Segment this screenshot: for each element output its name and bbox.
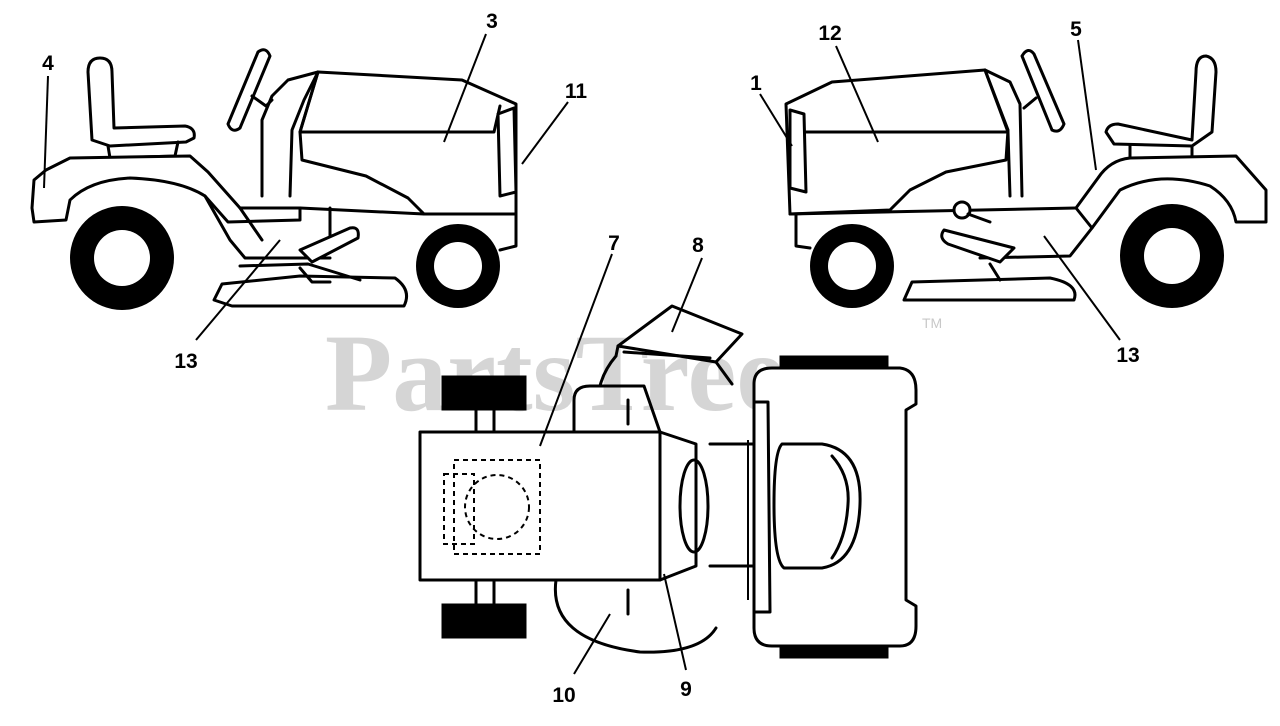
- tractor-right-side-view: [784, 49, 1268, 308]
- callout-9: 9: [680, 678, 692, 701]
- lift-lever-right: [940, 228, 1016, 264]
- callout-7: 7: [608, 232, 620, 255]
- seat-left: [86, 56, 196, 148]
- tractor-top-view: [418, 304, 918, 659]
- rear-fender-left: [30, 154, 302, 224]
- leader-lines-left: [43, 33, 569, 341]
- rear-tire-top: [441, 375, 527, 411]
- leader-lines-top: [539, 253, 703, 675]
- front-tire-bottom: [779, 645, 889, 659]
- tractor-left-side-view: [30, 48, 518, 310]
- rear-fender-right: [1074, 154, 1268, 230]
- lift-lever-left: [298, 226, 360, 264]
- callout-13-left: 13: [174, 350, 197, 373]
- callout-4: 4: [42, 52, 54, 75]
- grille-left: [496, 106, 518, 198]
- callout-12: 12: [818, 22, 841, 45]
- grille-top: [772, 442, 862, 570]
- callout-5: 5: [1070, 18, 1082, 41]
- rear-body-top: [418, 430, 662, 582]
- steering-wheel-right: [1020, 49, 1066, 133]
- deck-discharge-outline: [553, 578, 718, 654]
- lift-knob-right: [952, 200, 972, 220]
- callout-11: 11: [565, 80, 588, 103]
- grille-right: [788, 108, 808, 194]
- steering-wheel-left: [226, 48, 272, 132]
- watermark-trademark: TM: [922, 315, 942, 331]
- seat-right: [1104, 54, 1218, 148]
- rear-tire-bottom: [441, 603, 527, 639]
- front-tire-top: [779, 355, 889, 369]
- running-board-left: [203, 194, 332, 260]
- callout-10: 10: [552, 684, 575, 707]
- callout-8: 8: [692, 234, 704, 257]
- dash-oval: [678, 458, 710, 554]
- callout-3: 3: [486, 10, 498, 33]
- mower-deck-right: [902, 276, 1077, 302]
- leader-lines-right: [759, 39, 1121, 341]
- callout-1: 1: [750, 72, 762, 95]
- hood-right: [784, 68, 1010, 216]
- callout-13-right: 13: [1116, 344, 1139, 367]
- hood-left: [298, 70, 518, 216]
